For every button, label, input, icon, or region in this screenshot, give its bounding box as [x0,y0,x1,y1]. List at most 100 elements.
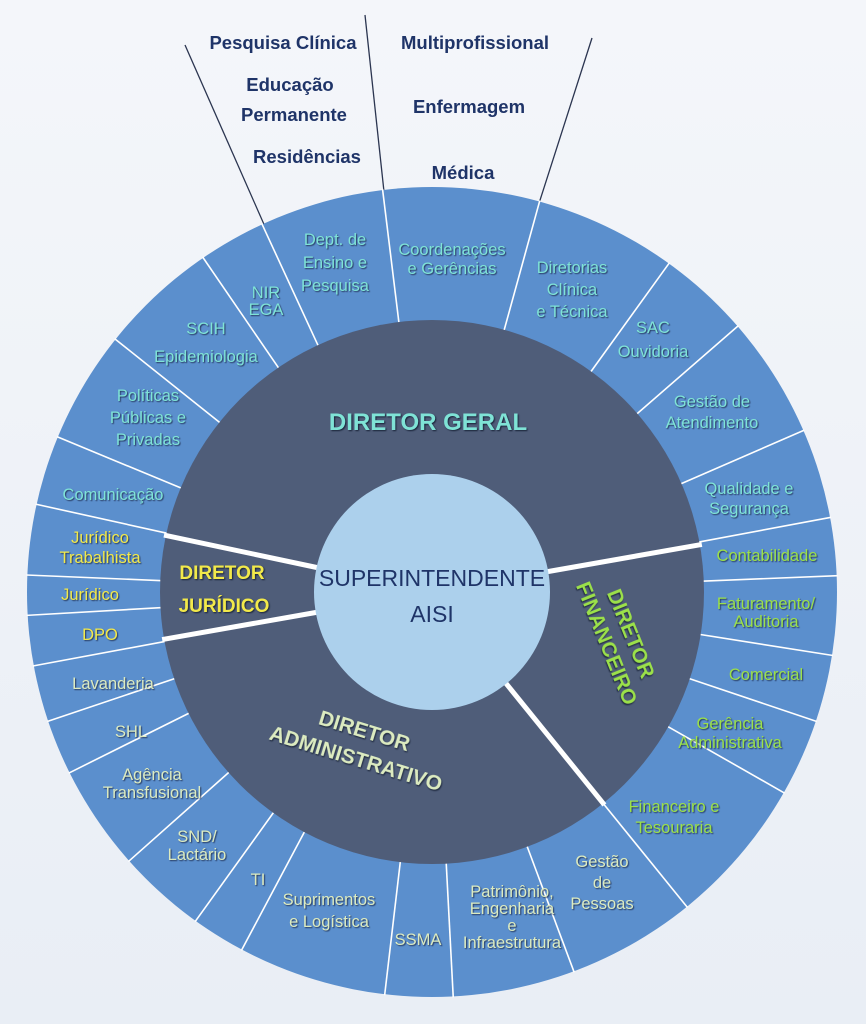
unit-divider [635,325,739,416]
superintendent-label: AISI [410,601,453,627]
unit-label: Administrativa [678,734,782,752]
unit-divider [381,188,400,325]
unit-divider [666,725,786,794]
unit-divider [127,770,231,863]
unit-divider [698,633,834,657]
unit-divider [240,830,306,951]
superintendent-circle [314,474,550,710]
director-divider [161,609,319,643]
unit-label: Trabalhista [59,549,141,567]
unit-label: e [507,917,516,935]
unit-label: Clínica [547,281,598,299]
unit-label: Ensino e [303,254,367,272]
top-label: Médica [432,162,495,183]
unit-label: Gestão [575,853,628,871]
unit-label: e Técnica [536,303,608,321]
unit-divider [26,574,163,582]
unit-label: Jurídico [61,586,119,604]
unit-divider [601,801,689,909]
unit-label: Pesquisa [301,277,370,295]
director-divider [503,680,607,807]
director-juridico-label: DIRETOR [179,563,264,584]
unit-segment: Qualidade e Segurança [705,480,794,518]
unit-divider [114,338,222,425]
unit-divider [194,810,276,923]
unit-segment: Comunicação [63,486,164,504]
unit-segment: Comercial [729,666,803,684]
unit-label: Financeiro e [629,798,720,816]
unit-divider [68,711,191,774]
unit-segment: Faturamento/Auditoria [717,595,816,631]
unit-label: Qualidade e [705,480,794,498]
unit-label: Jurídico [71,529,129,547]
top-label: Educação [246,74,333,95]
unit-label: Atendimento [666,414,759,432]
unit-segment: Contabilidade [717,547,818,565]
top-labels: Pesquisa Clínica Educação Permanente Res… [209,32,549,183]
unit-label: Patrimônio, [470,883,553,901]
unit-label: Ouvidoria [618,343,689,361]
unit-segment: DPO [82,626,118,644]
director-divider [545,541,703,575]
top-label: Residências [253,146,361,167]
unit-segment: Jurídico [61,586,119,604]
unit-label: Segurança [709,500,790,518]
unit-label: Pessoas [570,895,633,913]
unit-divider [32,640,167,667]
top-label: Multiprofissional [401,32,549,53]
unit-divider [56,435,183,490]
unit-segment: SAC Ouvidoria [618,319,689,361]
unit-label: Dept. de [304,231,366,249]
director-divider [163,532,320,571]
unit-label: Gerência [697,715,765,733]
unit-segment: Lavanderia [72,675,154,693]
unit-label: SSMA [395,931,442,949]
unit-label: e Gerências [408,260,497,278]
unit-label: SAC [636,319,670,337]
unit-label: Lactário [168,846,227,864]
unit-divider [445,861,455,998]
unit-label: Engenharia [470,900,555,918]
unit-segment: SND/Lactário [168,828,227,864]
unit-label: Suprimentos [283,891,376,909]
unit-label: EGA [249,301,284,319]
unit-label: Coordenações [398,241,505,259]
unit-label: SHL [115,723,147,741]
unit-divider [35,503,169,535]
unit-label: DPO [82,626,118,644]
unit-label: Gestão de [674,393,750,411]
top-label: Permanente [241,104,347,125]
unit-label: Lavanderia [72,675,154,693]
unit-divider [697,516,832,544]
unit-label: Políticas [117,387,179,405]
unit-divider [679,429,805,486]
unit-divider [701,574,838,582]
unit-segment: SSMA [395,931,442,949]
top-label: Pesquisa Clínica [209,32,357,53]
unit-label: Faturamento/ [717,595,816,613]
unit-divider [502,200,541,332]
unit-label: Contabilidade [717,547,818,565]
unit-segment: TI [251,871,266,889]
unit-segment: SHL [115,723,147,741]
unit-divider [46,677,177,723]
unit-dividers [26,188,838,998]
director-dividers [161,532,703,807]
unit-label: de [593,874,611,892]
unit-label: Privadas [116,431,180,449]
unit-label: SND/ [177,828,217,846]
unit-divider [383,860,402,996]
center-label: SUPERINTENDENTE AISI [319,565,545,627]
superintendent-label: SUPERINTENDENTE [319,565,545,591]
unit-divider [525,844,575,973]
